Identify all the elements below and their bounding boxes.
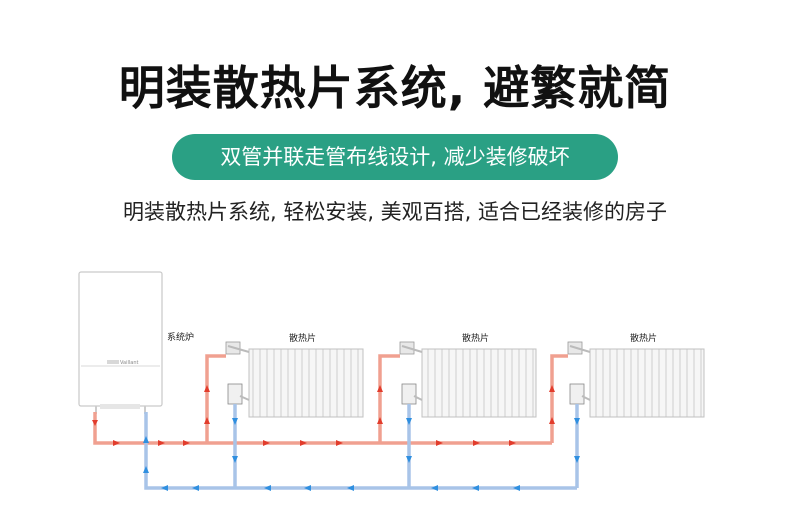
arrow-up-icon: [204, 385, 210, 392]
arrow-up-icon: [549, 417, 555, 424]
page-title: 明装散热片系统, 避繁就简: [118, 61, 672, 115]
arrow-left-icon: [161, 485, 168, 491]
arrow-down-icon: [406, 456, 412, 463]
arrow-left-icon: [472, 485, 479, 491]
arrow-right-icon: [183, 440, 190, 446]
arrow-up-icon: [143, 466, 149, 473]
lockshield-valve-icon: [569, 383, 585, 405]
radiator-label-2: 散热片: [462, 334, 490, 344]
arrow-down-icon: [232, 418, 238, 425]
arrow-left-icon: [192, 485, 199, 491]
boiler: Vaillant: [78, 271, 163, 414]
arrow-left-icon: [304, 485, 311, 491]
boiler-brand: Vaillant: [120, 360, 138, 366]
tagline-badge: 双管并联走管布线设计, 减少装修破坏: [172, 134, 618, 180]
arrow-up-icon: [377, 385, 383, 392]
boiler-label: 系统炉: [167, 333, 195, 343]
arrow-down-icon: [232, 456, 238, 463]
arrow-left-icon: [513, 485, 520, 491]
arrow-right-icon: [473, 440, 480, 446]
arrow-right-icon: [436, 440, 443, 446]
arrow-right-icon: [263, 440, 270, 446]
arrow-down-icon: [574, 456, 580, 463]
arrow-up-icon: [143, 436, 149, 443]
arrow-left-icon: [264, 485, 271, 491]
arrow-right-icon: [113, 440, 120, 446]
lockshield-valve-icon: [401, 383, 417, 405]
radiator-2: [399, 341, 537, 418]
arrow-right-icon: [336, 440, 343, 446]
radiator-3: [567, 341, 705, 418]
arrow-down-icon: [406, 418, 412, 425]
arrow-right-icon: [158, 440, 165, 446]
arrow-right-icon: [300, 440, 307, 446]
arrow-left-icon: [347, 485, 354, 491]
arrow-right-icon: [509, 440, 516, 446]
arrow-up-icon: [549, 385, 555, 392]
arrow-up-icon: [204, 417, 210, 424]
boiler-display-icon: [107, 360, 119, 364]
radiator-1: [225, 341, 364, 418]
radiator-label-3: 散热片: [630, 334, 658, 344]
page-subtitle: 明装散热片系统, 轻松安装, 美观百搭, 适合已经装修的房子: [122, 200, 668, 224]
arrow-down-icon: [92, 420, 98, 426]
supply-flow-arrows: [92, 385, 555, 446]
arrow-left-icon: [431, 485, 438, 491]
return-flow-arrows: [143, 418, 580, 491]
arrow-up-icon: [377, 417, 383, 424]
radiator-label-1: 散热片: [289, 334, 317, 344]
arrow-down-icon: [574, 418, 580, 425]
lockshield-valve-icon: [227, 383, 243, 405]
